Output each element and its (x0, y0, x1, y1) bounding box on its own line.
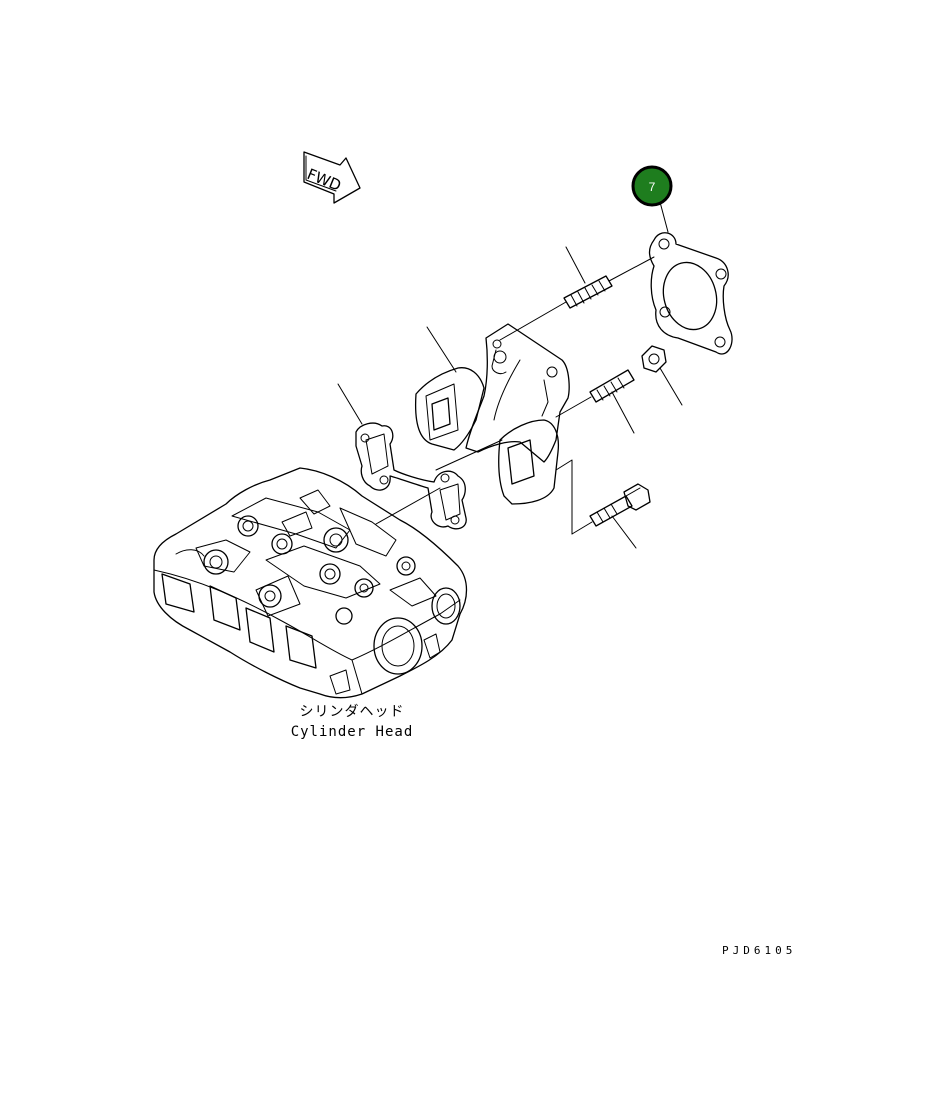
drawing-code: PJD6105 (722, 944, 796, 957)
cylinder-head (153, 467, 468, 699)
callout-bubble[interactable] (631, 165, 673, 207)
flange-gasket (648, 232, 733, 355)
cylinder-head-label-en: Cylinder Head (291, 724, 414, 740)
callout-number: 7 (649, 180, 656, 194)
exhaust-manifold (414, 323, 570, 505)
cylinder-head-label-ja: シリンダヘッド (300, 704, 405, 720)
stud-bolt-upper (499, 246, 655, 341)
manifold-gasket (337, 383, 503, 530)
flange-nut (641, 345, 683, 406)
callout-7[interactable]: 7 (631, 165, 673, 233)
stud-bolt-middle (555, 369, 635, 434)
fwd-arrow-marker: FWD (303, 151, 361, 204)
flange-bolt (555, 459, 651, 549)
